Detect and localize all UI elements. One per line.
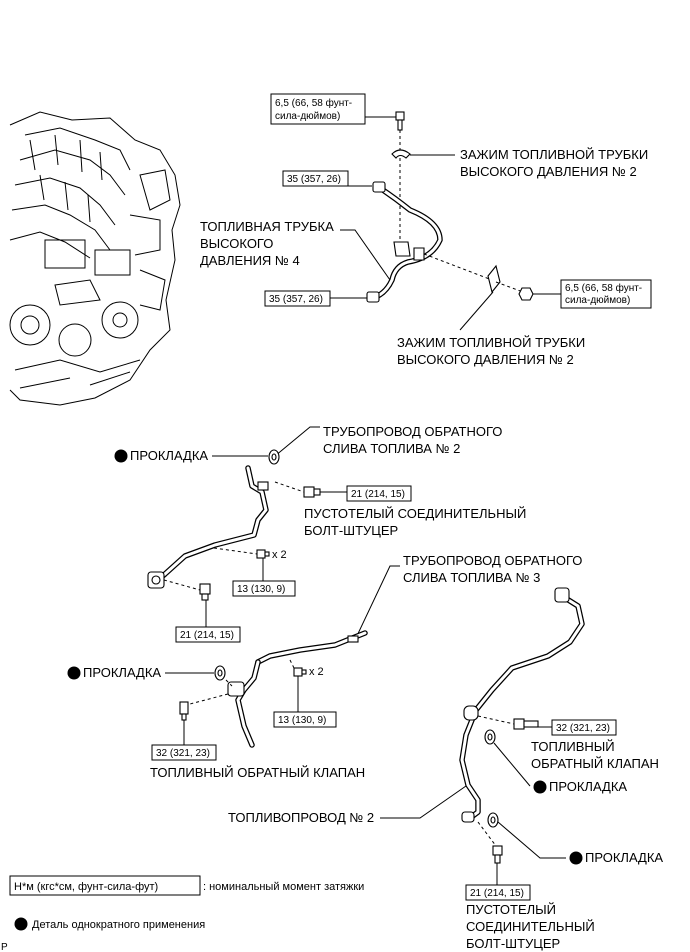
torque-box-bolt-x2-a: 13 (130, 9)	[232, 580, 296, 597]
clamp-top	[391, 149, 411, 159]
torque-box-union-bolt-3: 21 (214, 15)	[465, 884, 531, 901]
union-bolt-3	[492, 845, 503, 864]
diagram-label: ПРОКЛАДКА	[130, 448, 208, 463]
clamp-nut-right	[518, 287, 534, 301]
torque-box-check-valve-left: 32 (321, 23)	[151, 744, 217, 761]
diagram-label: ВЫСОКОГО ДАВЛЕНИЯ № 2	[397, 352, 574, 367]
diagram-label: ТРУБОПРОВОД ОБРАТНОГО	[403, 553, 582, 568]
diagram-label: x 2	[272, 549, 287, 561]
gasket-3	[484, 729, 496, 745]
diagram-label: ОБРАТНЫЙ КЛАПАН	[531, 756, 659, 771]
diagram-label: ЗАЖИМ ТОПЛИВНОЙ ТРУБКИ	[460, 147, 648, 162]
union-bolt-2	[199, 583, 211, 601]
diagram-label: БОЛТ-ШТУЦЕР	[466, 936, 560, 951]
clamp-bottom	[487, 264, 501, 294]
return-pipe-3	[227, 630, 368, 748]
legend-nonreusable: Деталь однократного применения	[14, 917, 205, 931]
torque-box-check-valve-right: 32 (321, 23)	[551, 719, 617, 736]
diagram-label: сила-дюймов)	[565, 295, 630, 306]
diagram-label: ВЫСОКОГО	[200, 236, 273, 251]
diagram-label: 6,5 (66, 58 фунт-	[275, 97, 352, 109]
diagram-label: ЗАЖИМ ТОПЛИВНОЙ ТРУБКИ	[397, 335, 585, 350]
diagram-label: 32 (321, 23)	[156, 748, 210, 759]
diagram-label: ПУСТОТЕЛЫЙ	[466, 902, 556, 917]
diagram-label: ТОПЛИВНЫЙ	[531, 739, 615, 754]
hp-fuel-pipe-4	[366, 181, 443, 303]
diagram-label: ПРОКЛАДКА	[83, 665, 161, 680]
diagram-label: 35 (357, 26)	[287, 174, 341, 185]
diagram-label: 21 (214, 15)	[351, 489, 405, 500]
diagram-label: СЛИВА ТОПЛИВА № 3	[403, 570, 540, 585]
gasket-3-marker	[533, 780, 547, 794]
diagram-label: ВЫСОКОГО ДАВЛЕНИЯ № 2	[460, 164, 637, 179]
diagram-label: 32 (321, 23)	[556, 723, 610, 734]
diagram-label: ТОПЛИВНЫЙ ОБРАТНЫЙ КЛАПАН	[150, 765, 365, 780]
diagram-label: 6,5 (66, 58 фунт-	[565, 282, 642, 294]
diagram-label: БОЛТ-ШТУЦЕР	[304, 523, 398, 538]
torque-box-bolt-x2-b: 13 (130, 9)	[273, 711, 337, 728]
diagram-label: Деталь однократного применения	[32, 919, 205, 931]
check-valve-left	[179, 701, 189, 721]
torque-box-pipe-nut-upper: 35 (357, 26)	[282, 170, 349, 187]
diagram-label: ТОПЛИВОПРОВОД № 2	[228, 810, 374, 825]
diagram-label: 35 (357, 26)	[269, 294, 323, 305]
diagram-label: ПРОКЛАДКА	[549, 779, 627, 794]
diagram-label: ПУСТОТЕЛЫЙ СОЕДИНИТЕЛЬНЫЙ	[304, 506, 526, 521]
gasket-2	[214, 665, 226, 681]
diagram-label: ДАВЛЕНИЯ № 4	[200, 253, 300, 268]
diagram-label: x 2	[309, 666, 324, 678]
diagram-label: СЛИВА ТОПЛИВА № 2	[323, 441, 460, 456]
diagram-label: ПРОКЛАДКА	[585, 850, 663, 865]
engine-illustration	[9, 111, 181, 406]
gasket-1-marker	[114, 449, 128, 463]
diagram-label: ТОПЛИВНАЯ ТРУБКА	[200, 219, 334, 234]
clamp-bolt-top	[395, 111, 405, 131]
return-pipe-2	[147, 465, 269, 589]
torque-box-pipe-nut-lower: 35 (357, 26)	[264, 290, 331, 307]
diagram-label: СОЕДИНИТЕЛЬНЫЙ	[466, 919, 595, 934]
clamp-middle	[393, 241, 425, 261]
bolt-x2-b	[293, 667, 307, 677]
gasket-4	[487, 812, 499, 828]
gasket-1	[268, 449, 280, 465]
torque-box-union-bolt-1: 21 (214, 15)	[346, 485, 412, 502]
diagram-label: 21 (214, 15)	[180, 630, 234, 641]
corner-mark: P	[1, 942, 8, 952]
diagram-label: 13 (130, 9)	[278, 715, 326, 726]
gasket-4-marker	[569, 851, 583, 865]
diagram-label: Н*м (кгс*см, фунт-сила-фут)	[14, 881, 158, 893]
union-bolt-1	[303, 486, 321, 498]
legend-torque: Н*м (кгс*см, фунт-сила-фут) : номинальны…	[9, 875, 364, 896]
fuel-pipe-2	[459, 587, 585, 823]
diagram-label: сила-дюймов)	[275, 111, 340, 122]
bolt-x2-a	[256, 549, 270, 559]
gasket-2-marker	[67, 666, 81, 680]
torque-box-clamp-bolt-top: 6,5 (66, 58 фунт- сила-дюймов)	[270, 93, 366, 125]
diagram-label: : номинальный момент затяжки	[203, 881, 364, 893]
torque-box-union-bolt-2: 21 (214, 15)	[175, 626, 241, 643]
check-valve-right	[513, 718, 539, 730]
diagram-label: 13 (130, 9)	[237, 584, 285, 595]
diagram-label: ТРУБОПРОВОД ОБРАТНОГО	[323, 424, 502, 439]
torque-box-clamp-nut-right: 6,5 (66, 58 фунт- сила-дюймов)	[560, 279, 652, 309]
diagram-label: 21 (214, 15)	[470, 888, 524, 899]
